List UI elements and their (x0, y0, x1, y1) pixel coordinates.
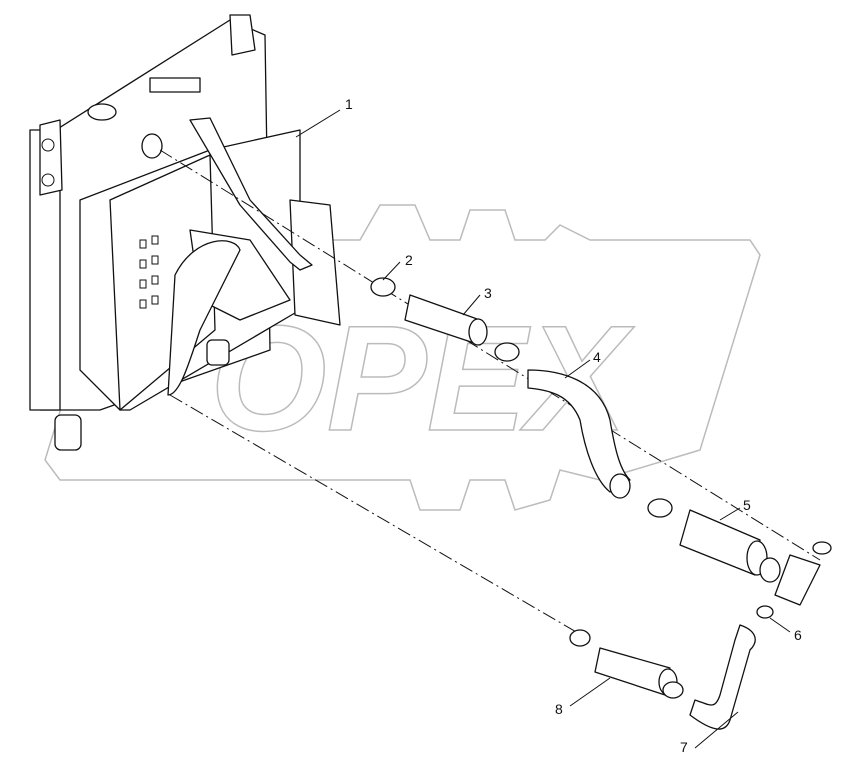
callout-4: 4 (593, 349, 601, 365)
leader-lines (295, 109, 791, 749)
callout-1: 1 (345, 96, 353, 112)
clamp-6 (756, 605, 774, 619)
vent-slots (139, 235, 159, 309)
clamp-8a (569, 629, 591, 647)
clamp-2 (370, 277, 396, 297)
clamp-5a (647, 498, 673, 518)
clamp-3b (494, 342, 520, 362)
callout-5: 5 (743, 497, 751, 513)
callout-7: 7 (680, 739, 688, 755)
pipe-7 (689, 624, 756, 730)
lower-axis-line (169, 394, 591, 641)
clamp-5b (759, 557, 781, 583)
clamp-8b (662, 681, 684, 699)
callout-6: 6 (794, 627, 802, 643)
callout-2: 2 (405, 252, 413, 268)
hose-8 (594, 647, 671, 696)
radiator-assembly (29, 14, 341, 451)
upper-axis-line (159, 149, 821, 561)
callout-8: 8 (555, 701, 563, 717)
callout-3: 3 (484, 285, 492, 301)
connector (774, 554, 821, 606)
